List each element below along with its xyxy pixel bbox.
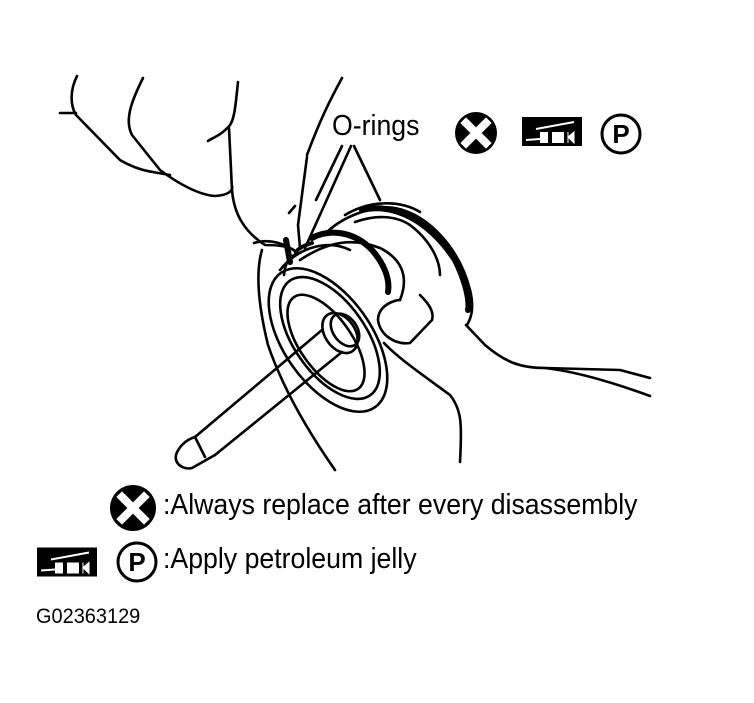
- replace-x-icon: [455, 112, 497, 154]
- piston-rod: [174, 311, 361, 470]
- petroleum-p-icon: P: [600, 113, 642, 155]
- oring-leader-lines: [303, 144, 382, 250]
- legend-replace-x-icon: [110, 485, 156, 531]
- piston: [267, 202, 474, 414]
- legend-petroleum-p-icon: P: [116, 541, 158, 583]
- palm-outline: [382, 323, 652, 464]
- legend-grease-gun-icon: [37, 547, 97, 577]
- legend-petroleum-text: :Apply petroleum jelly: [163, 543, 417, 575]
- svg-text:P: P: [612, 119, 629, 149]
- hand-outline: [58, 74, 344, 472]
- figure-id: G02363129: [36, 605, 141, 628]
- svg-text:P: P: [128, 547, 145, 577]
- grease-gun-icon: [522, 117, 582, 146]
- legend-replace-text: :Always replace after every disassembly: [163, 489, 638, 521]
- oring-callout-label: O-rings: [332, 110, 420, 142]
